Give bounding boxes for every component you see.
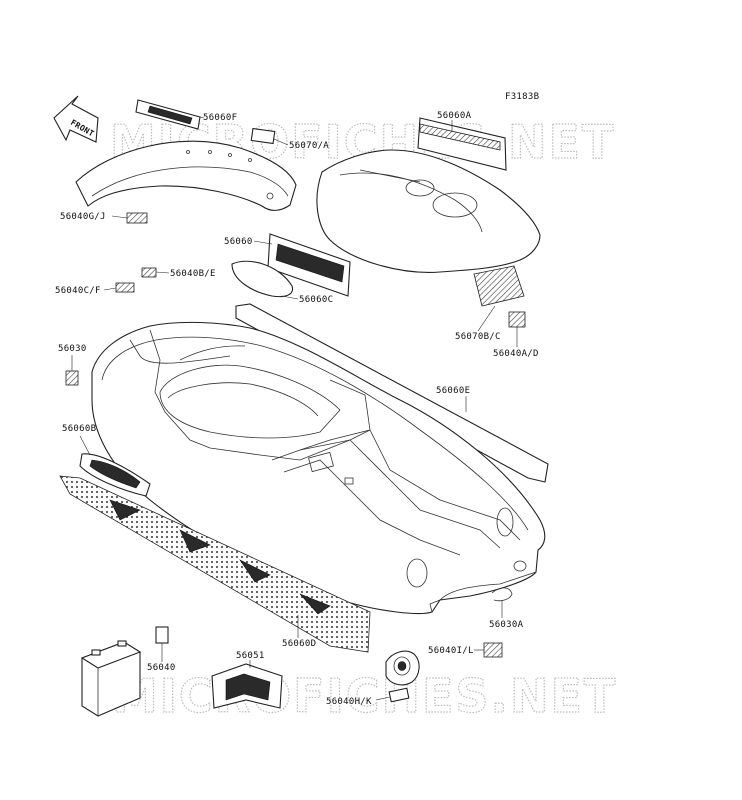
label-56060e: 56060E — [436, 386, 470, 396]
hull-part — [91, 321, 546, 614]
label-56060d: 56060D — [282, 639, 316, 649]
label-56060f: 56060F — [203, 113, 237, 123]
engine-hood-part — [316, 117, 541, 273]
front-arrow-icon: FRONT — [53, 95, 99, 143]
label-56030: 56030 — [58, 344, 87, 354]
battery-part — [80, 640, 142, 717]
label-56040: 56040 — [147, 663, 176, 673]
decal-56051 — [211, 663, 283, 709]
label-56040be: 56040B/E — [170, 269, 216, 279]
decal-56060f — [135, 99, 201, 130]
rear-cover-part — [75, 140, 297, 211]
decal-56040gj — [126, 212, 148, 224]
decal-56040 — [155, 626, 169, 644]
decal-56060-kawasaki — [267, 233, 351, 297]
decal-56030 — [65, 370, 79, 386]
decal-56040ad — [508, 311, 526, 328]
decal-56060b — [79, 453, 151, 497]
label-56040gj: 56040G/J — [60, 212, 106, 222]
label-56030a: 56030A — [489, 620, 524, 630]
label-56051: 56051 — [236, 651, 265, 661]
decal-56060d — [59, 475, 371, 653]
label-56060c: 56060C — [299, 295, 333, 305]
label-plate-56070a — [250, 127, 276, 145]
label-56070bc: 56070B/C — [455, 332, 501, 342]
label-56070a: 56070/A — [289, 141, 329, 151]
decal-56060e — [235, 303, 549, 483]
label-56060a: 56060A — [437, 111, 472, 121]
decal-56070bc — [473, 265, 525, 307]
label-56060b: 56060B — [62, 424, 96, 434]
label-56040ad: 56040A/D — [493, 349, 539, 359]
nozzle-part — [385, 650, 420, 686]
label-56040cf: 56040C/F — [55, 286, 101, 296]
decal-56040il — [483, 642, 503, 658]
decal-56030a — [491, 587, 513, 602]
watermark-bottom: MICROFICHES.NET — [112, 669, 617, 723]
figure-code: F3183B — [505, 92, 539, 102]
decal-56060c — [231, 260, 294, 298]
decal-56040hk — [388, 687, 410, 703]
label-56040hk: 56040H/K — [326, 697, 372, 707]
decal-56040cf — [115, 282, 135, 293]
decal-56040be — [141, 267, 157, 278]
label-56060: 56060 — [224, 237, 253, 247]
label-56040il: 56040I/L — [428, 646, 474, 656]
